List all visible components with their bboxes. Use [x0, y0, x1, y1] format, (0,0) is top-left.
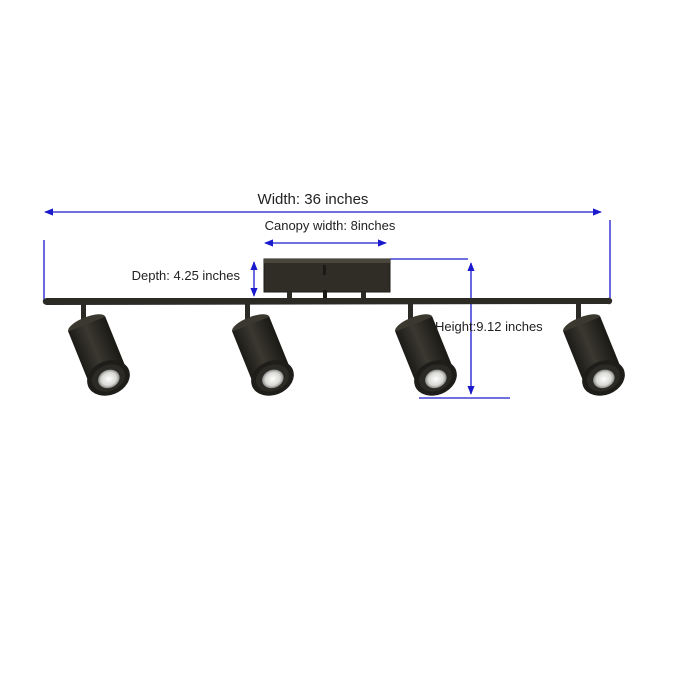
bulb	[98, 369, 120, 389]
bulb	[593, 369, 615, 389]
spotlight	[68, 304, 130, 396]
spotlight	[395, 304, 457, 396]
spotlight	[232, 304, 294, 396]
width-label: Width: 36 inches	[258, 191, 369, 208]
track-bar	[46, 298, 609, 305]
height-label: Height:9.12 inches	[435, 319, 543, 334]
bulb	[425, 369, 447, 389]
bulb	[262, 369, 284, 389]
depth-label: Depth: 4.25 inches	[132, 268, 241, 283]
canopy	[263, 258, 391, 304]
canopy-width-label: Canopy width: 8inches	[265, 218, 396, 233]
spotlight	[563, 304, 625, 396]
